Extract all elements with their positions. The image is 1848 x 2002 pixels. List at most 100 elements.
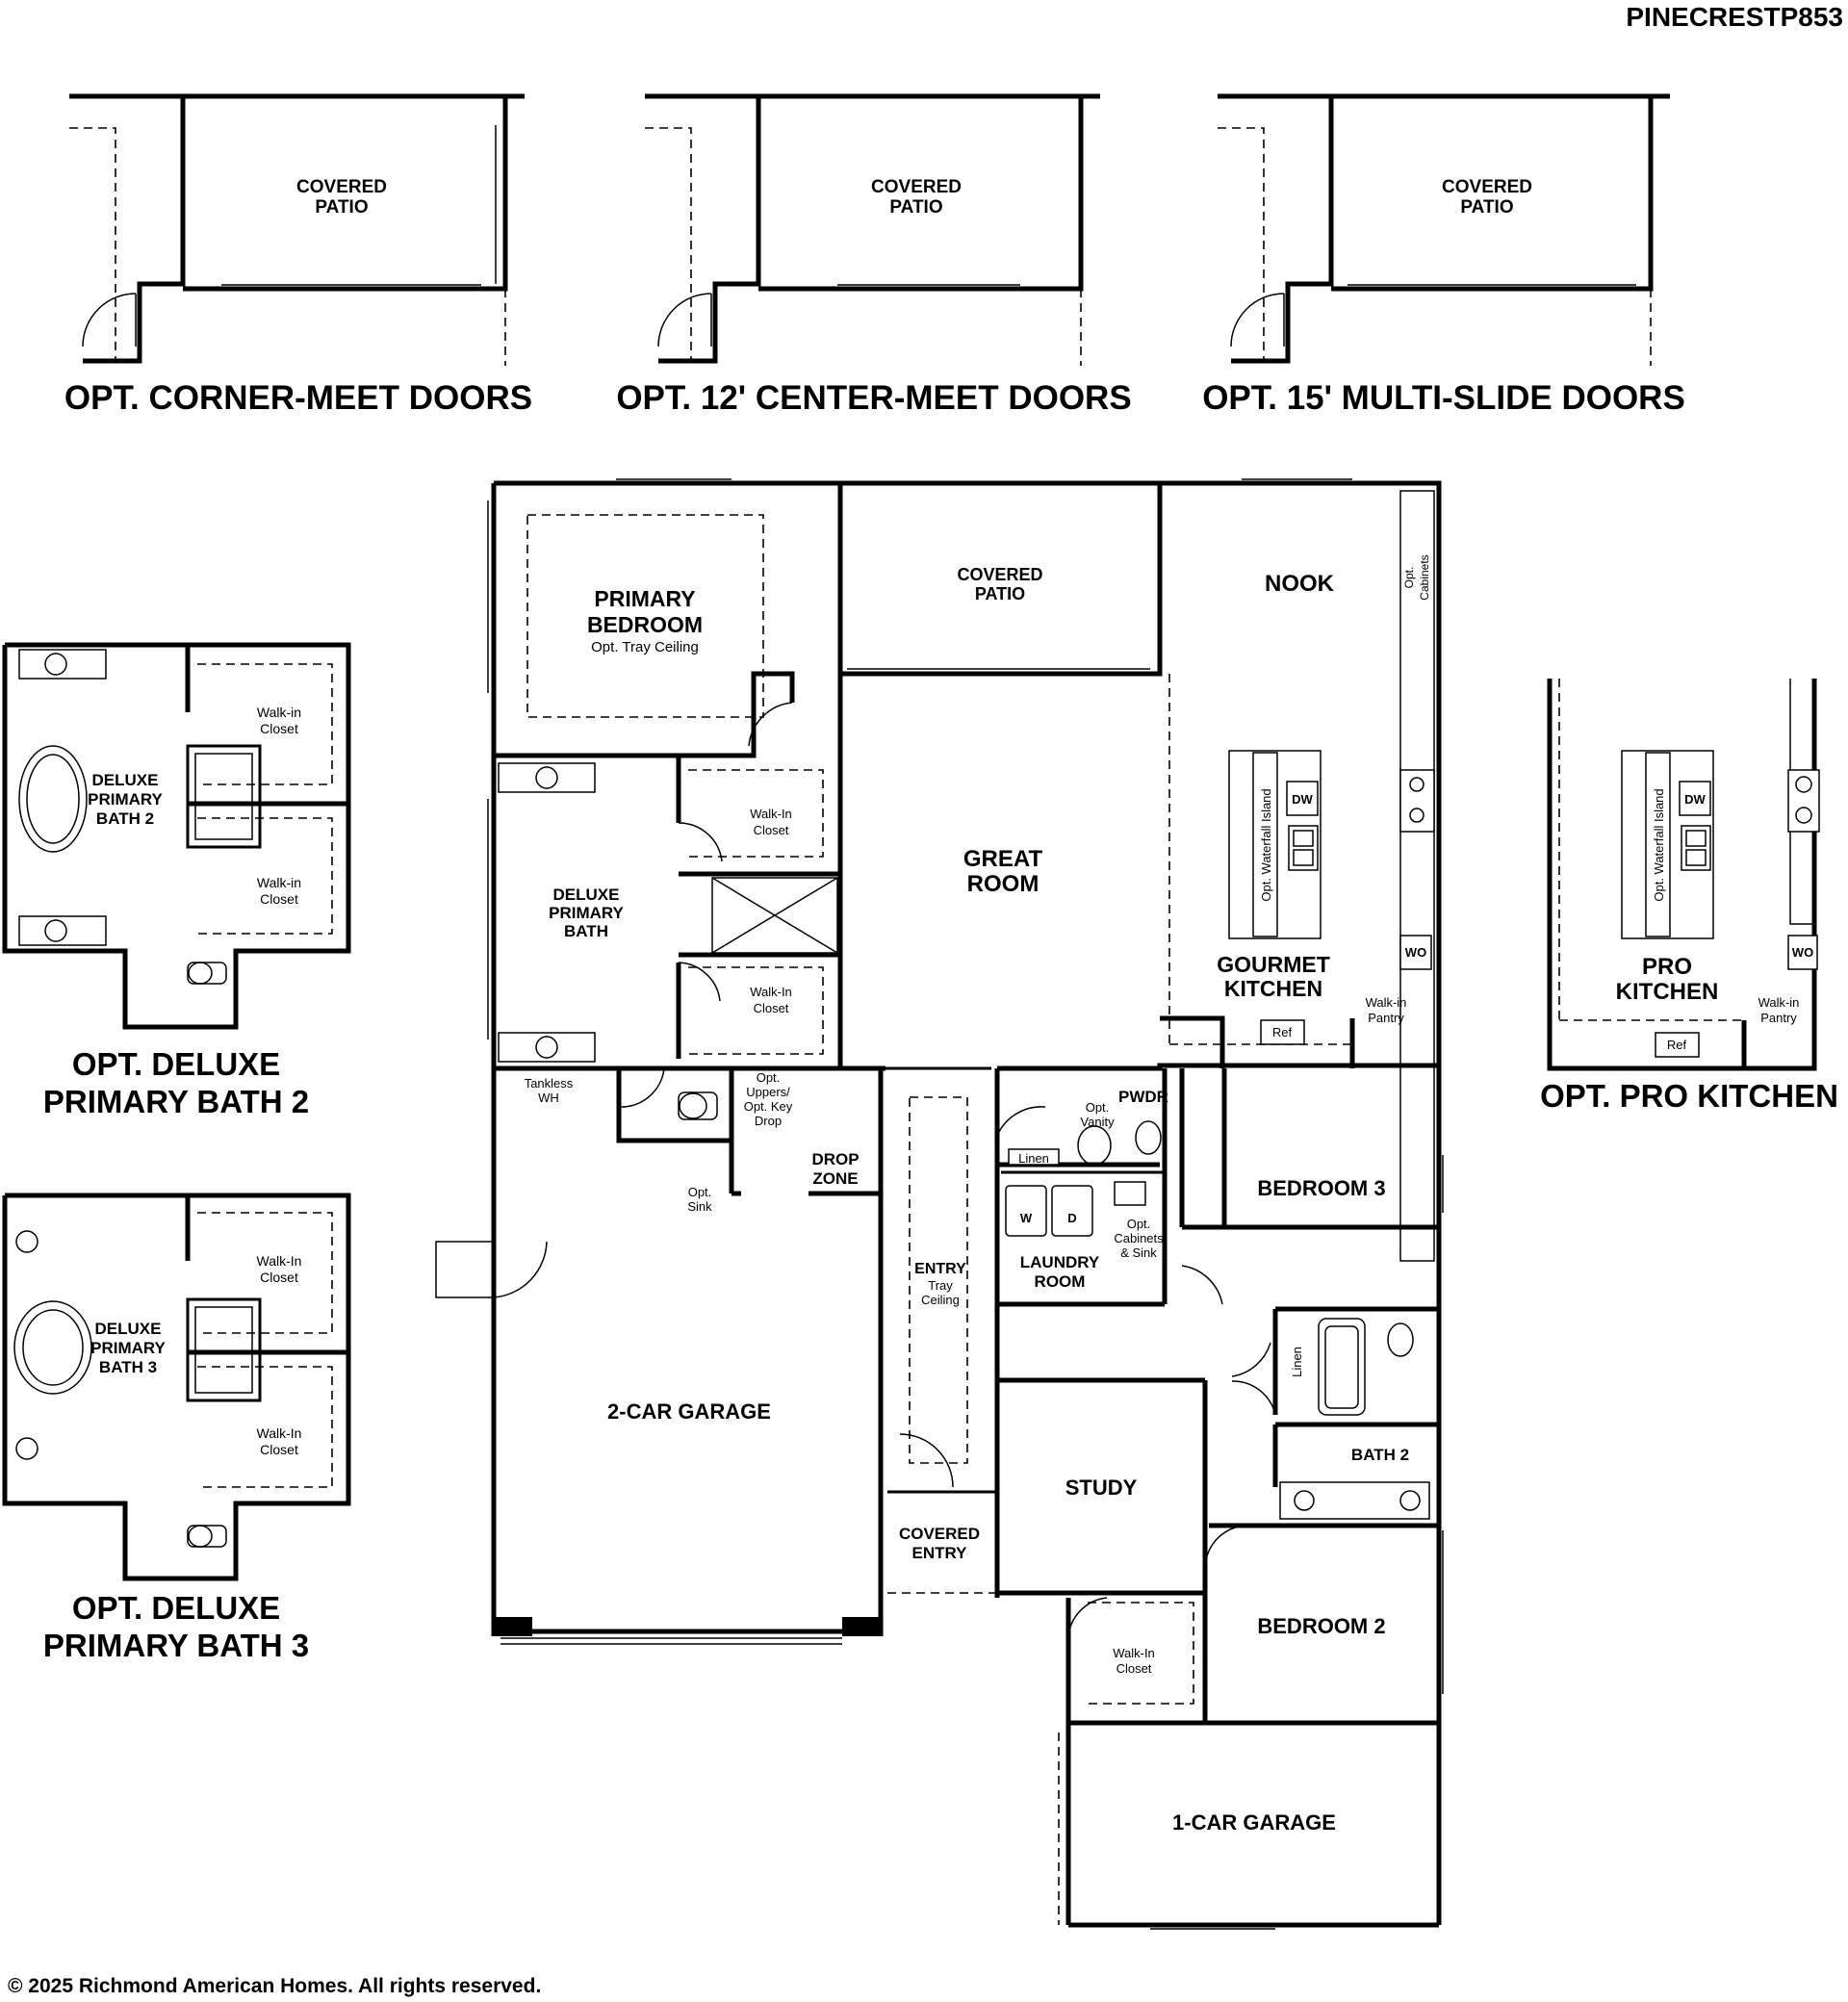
- walk-in-closet-3-line1: Walk-In: [1113, 1646, 1155, 1660]
- great-room-line1: GREAT: [963, 846, 1043, 872]
- bath3-room-line1: DELUXE: [95, 1320, 162, 1338]
- linen-label: Linen: [1018, 1151, 1049, 1166]
- ref-label: Ref: [1272, 1025, 1293, 1040]
- corner-meet-room-line2: PATIO: [315, 197, 368, 218]
- pro-kitchen-caption: OPT. PRO KITCHEN: [1540, 1078, 1838, 1114]
- bath3-room-line2: PRIMARY: [90, 1339, 166, 1357]
- pro-kitchen-line2: KITCHEN: [1616, 979, 1719, 1005]
- drop-zone-line2: ZONE: [812, 1169, 858, 1188]
- covered-patio-line2: PATIO: [975, 584, 1025, 603]
- bath3-closet-b-line1: Walk-In: [257, 1425, 302, 1441]
- laundry-room-line2: ROOM: [1035, 1272, 1086, 1291]
- pro-ref-label: Ref: [1667, 1038, 1687, 1052]
- covered-patio-line1: COVERED: [957, 565, 1042, 584]
- bath2-closet-b-line2: Closet: [260, 891, 298, 907]
- bath2-room-line2: PRIMARY: [88, 790, 163, 808]
- option-deluxe-primary-bath-3: DELUXE PRIMARY BATH 3 Walk-In Closet Wal…: [2, 1193, 351, 1663]
- bedroom-3-label: BEDROOM 3: [1257, 1176, 1385, 1200]
- gourmet-kitchen-line2: KITCHEN: [1224, 976, 1322, 1001]
- island-label: Opt. Waterfall Island: [1259, 788, 1273, 901]
- main-plan-walls: W D Linen Opt. Waterfall Island DW WO: [435, 478, 1444, 1930]
- covered-entry-line1: COVERED: [899, 1525, 980, 1543]
- bath3-closet-b-line2: Closet: [260, 1442, 298, 1457]
- walk-in-pantry-line2: Pantry: [1368, 1011, 1404, 1025]
- walk-in-closet-2-line1: Walk-In: [750, 985, 792, 999]
- walk-in-closet-1-line1: Walk-In: [750, 807, 792, 821]
- corner-meet-room-line1: COVERED: [296, 177, 387, 197]
- entry-label: ENTRY: [914, 1261, 966, 1277]
- center-meet-caption: OPT. 12' CENTER-MEET DOORS: [616, 379, 1131, 417]
- multi-slide-caption: OPT. 15' MULTI-SLIDE DOORS: [1202, 379, 1685, 417]
- entry-note-line1: Tray: [928, 1278, 953, 1293]
- primary-bedroom-line2: BEDROOM: [587, 612, 703, 637]
- walk-in-closet-2-line2: Closet: [754, 1001, 789, 1015]
- opt-uppers-line3: Opt. Key: [744, 1099, 793, 1114]
- bath2-closet-a-line1: Walk-in: [257, 705, 301, 720]
- tankless-wh-line2: WH: [538, 1091, 559, 1105]
- primary-bedroom-note: Opt. Tray Ceiling: [591, 639, 699, 655]
- great-room-line2: ROOM: [967, 871, 1040, 897]
- opt-sink-line1: Opt.: [688, 1185, 712, 1199]
- washer-label: W: [1020, 1211, 1033, 1225]
- gourmet-kitchen-line1: GOURMET: [1217, 952, 1330, 977]
- bath3-closet-a-line2: Closet: [260, 1270, 298, 1285]
- opt-cabinets-line2: Cabinets: [1418, 554, 1431, 600]
- bath2-room-line3: BATH 2: [96, 809, 154, 828]
- opt-uppers-line1: Opt.: [757, 1070, 781, 1085]
- bath2-room-line1: DELUXE: [92, 771, 159, 789]
- opt-vanity-line1: Opt.: [1086, 1100, 1110, 1115]
- drop-zone-line1: DROP: [811, 1150, 859, 1168]
- bath2-closet-a-line2: Closet: [260, 721, 298, 736]
- option-center-meet-doors: COVERED PATIO OPT. 12' CENTER-MEET DOORS: [616, 93, 1132, 417]
- nook-label: NOOK: [1265, 571, 1335, 597]
- dryer-label: D: [1067, 1211, 1076, 1225]
- bath3-caption-line1: OPT. DELUXE: [72, 1590, 280, 1626]
- walk-in-closet-3-line2: Closet: [1116, 1661, 1152, 1676]
- option-pro-kitchen: Opt. Waterfall Island DW WO Ref PRO KITC…: [1540, 679, 1838, 1114]
- deluxe-primary-bath-line3: BATH: [564, 922, 608, 940]
- bath2-caption-line2: PRIMARY BATH 2: [43, 1084, 309, 1119]
- bedroom-2-label: BEDROOM 2: [1257, 1614, 1385, 1638]
- bath2-closet-b-line1: Walk-in: [257, 875, 301, 890]
- plan-code: PINECRESTP853: [1626, 2, 1843, 32]
- option-multi-slide-doors: COVERED PATIO OPT. 15' MULTI-SLIDE DOORS: [1202, 93, 1685, 417]
- entry-note-line2: Ceiling: [921, 1293, 960, 1307]
- copyright: © 2025 Richmond American Homes. All righ…: [8, 1975, 541, 1997]
- opt-uppers-line2: Uppers/: [746, 1085, 790, 1099]
- center-meet-room-line2: PATIO: [889, 197, 942, 218]
- bath3-caption-line2: PRIMARY BATH 3: [43, 1628, 309, 1663]
- opt-sink-line2: Sink: [687, 1199, 712, 1214]
- primary-bedroom-line1: PRIMARY: [594, 586, 695, 611]
- bath2-caption-line1: OPT. DELUXE: [72, 1046, 280, 1082]
- deluxe-primary-bath-line1: DELUXE: [553, 886, 620, 904]
- two-car-garage-label: 2-CAR GARAGE: [607, 1399, 771, 1424]
- walk-in-pantry-line1: Walk-in: [1366, 995, 1407, 1010]
- pro-wo-label: WO: [1792, 945, 1813, 960]
- pro-kitchen-line1: PRO: [1642, 954, 1692, 980]
- laundry-room-line1: LAUNDRY: [1020, 1253, 1100, 1271]
- bath-2-label: BATH 2: [1351, 1446, 1409, 1464]
- linen-2-label: Linen: [1290, 1347, 1304, 1377]
- pwdr-label: PWDR: [1118, 1088, 1168, 1106]
- option-corner-meet-doors: COVERED PATIO OPT. CORNER-MEET DOORS: [64, 93, 532, 417]
- pro-dw-label: DW: [1684, 792, 1706, 807]
- deluxe-primary-bath-line2: PRIMARY: [549, 904, 624, 922]
- corner-meet-caption: OPT. CORNER-MEET DOORS: [64, 379, 532, 417]
- main-plan-labels: PRIMARY BEDROOM Opt. Tray Ceiling COVERE…: [525, 554, 1431, 1835]
- dw-label: DW: [1292, 792, 1313, 807]
- tankless-wh-line1: Tankless: [525, 1076, 574, 1091]
- option-deluxe-primary-bath-2: DELUXE PRIMARY BATH 2 Walk-in Closet Wal…: [2, 642, 351, 1119]
- pro-pantry-line1: Walk-in: [1758, 995, 1800, 1010]
- opt-uppers-line4: Drop: [755, 1114, 782, 1128]
- bath3-room-line3: BATH 3: [99, 1358, 157, 1376]
- opt-cabinets-sink-line2: Cabinets: [1114, 1231, 1164, 1245]
- opt-vanity-line2: Vanity: [1080, 1115, 1115, 1129]
- pro-island-label: Opt. Waterfall Island: [1652, 788, 1666, 901]
- multi-slide-room-line2: PATIO: [1460, 197, 1513, 218]
- one-car-garage-label: 1-CAR GARAGE: [1172, 1810, 1336, 1835]
- multi-slide-room-line1: COVERED: [1442, 177, 1532, 197]
- pro-pantry-line2: Pantry: [1760, 1011, 1797, 1025]
- center-meet-room-line1: COVERED: [871, 177, 962, 197]
- opt-cabinets-line1: Opt.: [1402, 567, 1416, 589]
